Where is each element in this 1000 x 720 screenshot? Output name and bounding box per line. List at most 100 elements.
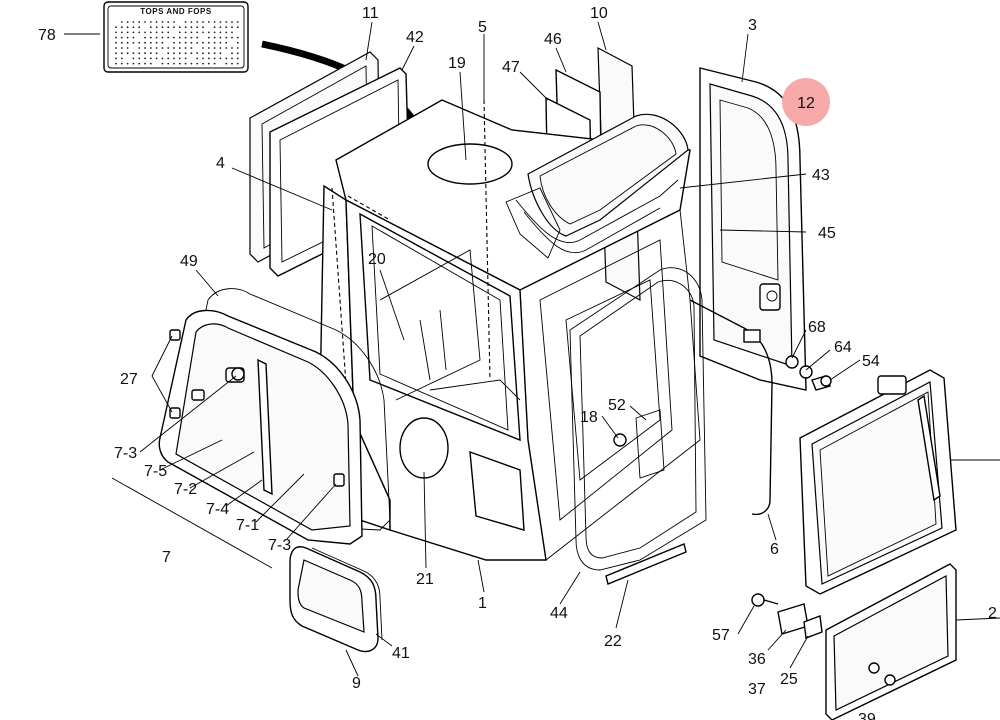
decal-dot [231, 57, 233, 60]
decal-dot [219, 41, 222, 44]
label-44: 44 [550, 605, 568, 622]
label-46: 46 [544, 31, 562, 48]
leader-lines [64, 21, 861, 677]
label-9: 9 [352, 675, 361, 692]
decal-dot [149, 52, 152, 55]
decal-dot [138, 31, 141, 34]
decal-dot [149, 21, 152, 23]
decal-dot [236, 36, 239, 39]
decal-text-dots [115, 21, 239, 65]
cab-door [699, 67, 807, 391]
decal-dot [138, 26, 141, 29]
label-6: 6 [770, 541, 779, 558]
decal-dot [219, 31, 222, 34]
decal-dot [207, 36, 210, 39]
label-11: 11 [362, 5, 379, 22]
washer-64 [799, 365, 813, 379]
bolt-57 [751, 593, 765, 607]
decal-dot [219, 47, 222, 49]
decal-dot [184, 26, 187, 29]
decal-dot [225, 36, 228, 39]
decal-dot [213, 31, 216, 34]
decal-dot [231, 26, 233, 29]
label-41: 41 [392, 645, 410, 662]
decal-dot [213, 41, 216, 44]
decal-dot [155, 26, 158, 29]
decal-dot [120, 47, 123, 49]
decal-dot [178, 26, 181, 29]
decal-dot [225, 31, 228, 34]
decal-dot [207, 57, 210, 60]
decal-dot [207, 31, 210, 34]
decal-dot [138, 52, 141, 55]
decal-dot [202, 62, 204, 65]
decal-dot [236, 41, 239, 44]
small-window [289, 546, 383, 653]
decal-dot [178, 36, 181, 39]
label-19: 19 [448, 55, 466, 72]
decal-dot [178, 47, 181, 49]
decal-dot [236, 62, 239, 65]
label-10: 10 [590, 5, 608, 22]
decal-dot [213, 47, 216, 49]
decal-dot [196, 57, 199, 60]
decal-dot [144, 62, 146, 65]
decal-dot [190, 21, 193, 23]
decal-dot [126, 52, 129, 55]
decal-dot [173, 36, 175, 39]
decal-title: TOPS AND FOPS [140, 7, 212, 16]
label-20: 20 [368, 251, 386, 268]
decal-dot [144, 57, 146, 60]
highlight-circle [782, 78, 830, 126]
label-49: 49 [180, 253, 198, 270]
decal-dot [190, 52, 193, 55]
decal-dot [184, 31, 187, 34]
decal-dot [231, 47, 233, 49]
label-12: 12 [797, 95, 815, 112]
decal-dot [115, 41, 117, 44]
decal-dot [120, 57, 123, 60]
decal-dot [184, 52, 187, 55]
decal-dot [202, 21, 204, 23]
label-25: 25 [780, 671, 798, 688]
label-4: 4 [216, 155, 225, 172]
decal-dot [178, 62, 181, 65]
decal-dot [155, 52, 158, 55]
decal-dot [132, 57, 135, 60]
decal-dot [115, 52, 117, 55]
decal-dot [173, 21, 175, 23]
label-37: 37 [748, 681, 766, 698]
decal-dot [149, 26, 152, 29]
decal-dot [213, 36, 216, 39]
label-52: 52 [608, 397, 626, 414]
decal-dot [190, 62, 193, 65]
decal-dot [167, 57, 170, 60]
decal-dot [144, 31, 146, 34]
decal-dot [161, 21, 164, 23]
decal-dot [132, 52, 135, 55]
label-47: 47 [502, 59, 520, 76]
decal-dot [236, 21, 239, 23]
decal-dot [126, 41, 129, 44]
label-7-2: 7-2 [174, 481, 197, 498]
decal-dot [132, 26, 135, 29]
label-57: 57 [712, 627, 730, 644]
decal-dot [202, 26, 204, 29]
decal-dot [132, 36, 135, 39]
label-43: 43 [812, 167, 830, 184]
label-68: 68 [808, 319, 826, 336]
decal-dot [202, 57, 204, 60]
clip-top [169, 329, 181, 341]
decal-dot [231, 52, 233, 55]
highlight-callout[interactable]: 12 [782, 78, 830, 126]
decal-dot [149, 31, 152, 34]
label-7-1: 7-1 [236, 517, 259, 534]
decal-dot [184, 57, 187, 60]
decal-dot [207, 47, 210, 49]
decal-dot [190, 26, 193, 29]
decal-dot [202, 47, 204, 49]
decal-dot [178, 52, 181, 55]
label-3: 3 [748, 17, 757, 34]
decal-dot [219, 36, 222, 39]
